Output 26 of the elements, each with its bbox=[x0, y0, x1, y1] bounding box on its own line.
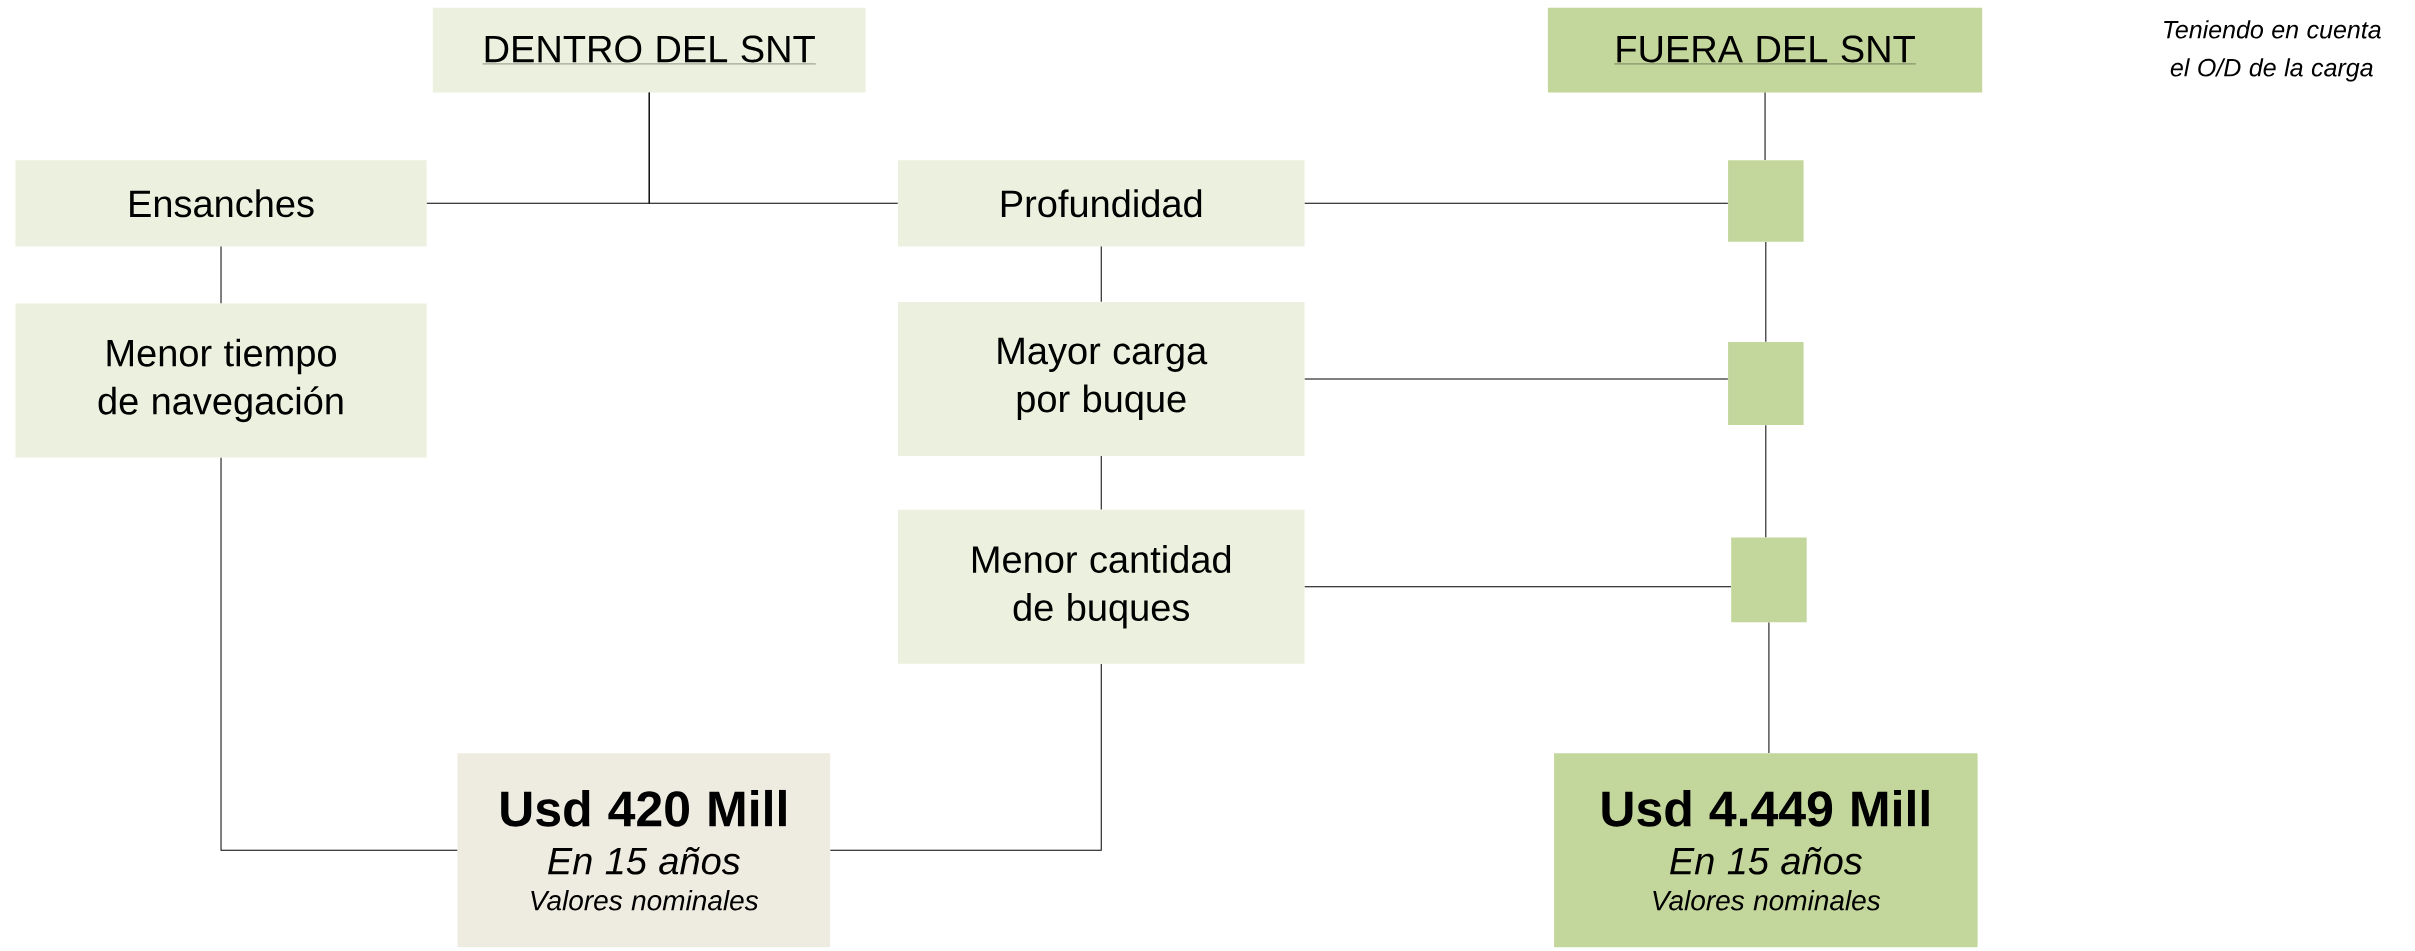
connector-line bbox=[648, 92, 899, 204]
connector-line bbox=[1764, 92, 1766, 161]
process-box: Menor tiempo de navegación bbox=[15, 303, 427, 458]
process-box: Ensanches bbox=[15, 160, 427, 247]
connector-line bbox=[1765, 241, 1767, 343]
process-box: Profundidad bbox=[897, 160, 1305, 247]
connector-line bbox=[1304, 202, 1729, 204]
header-box: DENTRO DEL SNT bbox=[432, 7, 866, 93]
header-box: FUERA DEL SNT bbox=[1547, 7, 1983, 93]
connector-line bbox=[220, 457, 458, 851]
process-box: Menor cantidad de buques bbox=[897, 509, 1305, 664]
result-box: Usd 4.449 Mill En 15 años Valores nominales bbox=[1554, 753, 1978, 948]
connector-line bbox=[1100, 455, 1102, 511]
note-text: Teniendo en cuenta el O/D de la carga bbox=[2164, 20, 2381, 82]
connector-line bbox=[1304, 378, 1729, 380]
connector-line bbox=[220, 246, 222, 304]
process-box: Mayor carga por buque bbox=[897, 301, 1305, 456]
connector-line bbox=[1100, 246, 1102, 303]
junction-box bbox=[1731, 537, 1807, 623]
result-box: Usd 420 Mill En 15 años Valores nominales bbox=[457, 753, 831, 948]
connector-line bbox=[1768, 621, 1770, 754]
connector-line bbox=[829, 663, 1102, 851]
junction-box bbox=[1728, 341, 1804, 426]
junction-box bbox=[1728, 160, 1804, 242]
connector-line bbox=[1304, 586, 1732, 588]
connector-line bbox=[1765, 424, 1767, 538]
